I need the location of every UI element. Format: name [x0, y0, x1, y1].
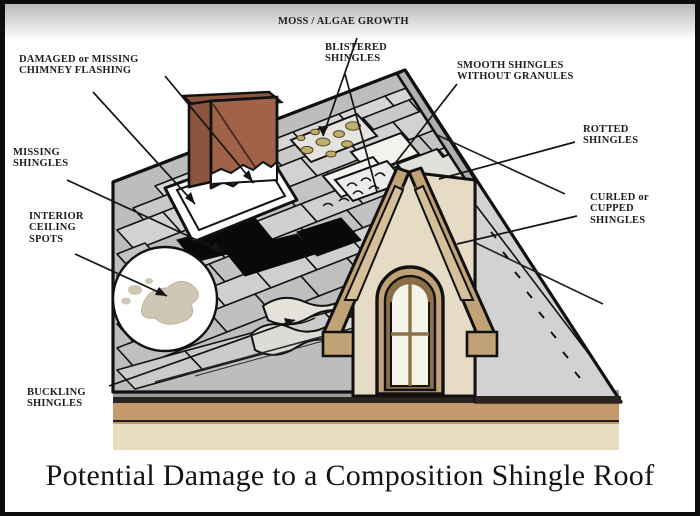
- right-roof-plane: [403, 68, 623, 404]
- label-blistered-shingles: BLISTERED SHINGLES: [325, 42, 387, 65]
- moss-algae-patch: [289, 112, 379, 164]
- label-missing-shingles: MISSING SHINGLES: [13, 147, 69, 170]
- figure-title: Potential Damage to a Composition Shingl…: [45, 459, 655, 492]
- top-gradient-band: [5, 4, 695, 40]
- label-buckling-shingles: BUCKLING SHINGLES: [27, 387, 86, 410]
- label-smooth-shingles: SMOOTH SHINGLES WITHOUT GRANULES: [457, 60, 574, 83]
- label-rotted-shingles: ROTTED SHINGLES: [583, 124, 639, 147]
- label-damaged-chimney-flashing: DAMAGED or MISSING CHIMNEY FLASHING: [19, 54, 139, 77]
- dormer-window: [375, 265, 445, 396]
- title-band: [5, 450, 695, 512]
- label-interior-ceiling-spots: INTERIOR CEILING SPOTS: [29, 211, 84, 245]
- label-curled-cupped-shingles: CURLED or CUPPED SHINGLES: [590, 192, 649, 226]
- illustration-canvas: MOSS / ALGAE GROWTH DAMAGED or MISSING C…: [5, 4, 695, 512]
- chimney: [163, 90, 299, 244]
- roof-diagram-illustration: [66, 37, 623, 462]
- label-moss-algae-growth: MOSS / ALGAE GROWTH: [278, 16, 409, 27]
- dormer: [321, 166, 499, 398]
- leader-lines: [66, 37, 578, 387]
- interior-ceiling-spots-inset: [111, 245, 219, 353]
